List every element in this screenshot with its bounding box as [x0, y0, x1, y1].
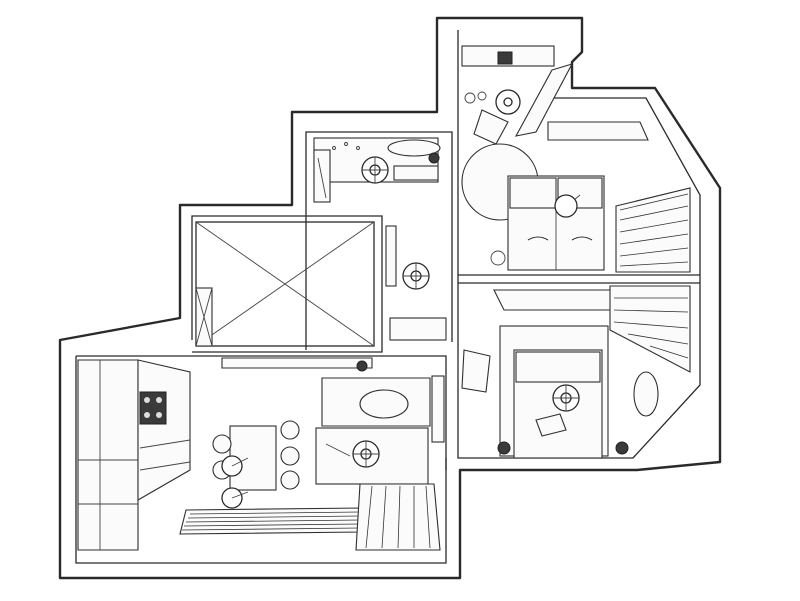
- washing-machine: [497, 51, 513, 65]
- pendant-lamp-icon: [554, 194, 581, 218]
- mirror: [633, 371, 659, 417]
- bedroom-bottom: [461, 285, 691, 459]
- floor-lamp-icon: [356, 152, 629, 455]
- cooktop: [139, 391, 167, 425]
- kitchen-counter: [77, 359, 139, 551]
- curtains-bottom: [609, 285, 691, 373]
- bath-cabinet: [385, 225, 397, 287]
- curtains-top: [615, 187, 691, 273]
- bedroom-top: [461, 121, 691, 273]
- pendant-lamp-icon: [221, 455, 249, 477]
- tv-console: [221, 357, 373, 369]
- rug: [179, 507, 363, 535]
- wardrobe: [547, 121, 649, 141]
- sink: [387, 139, 441, 157]
- toilet-area: [389, 317, 447, 341]
- living-kitchen: [77, 357, 445, 551]
- storage-room: [195, 221, 375, 347]
- ceiling-lamp-icon: [361, 156, 389, 184]
- bedside-table: [490, 250, 506, 266]
- side-shelf: [431, 375, 445, 443]
- outer-walls: [58, 16, 722, 580]
- pendant-lamp-icon: [221, 487, 249, 509]
- ceiling-lamp-icon: [352, 440, 380, 468]
- ceiling-lamp-icon: [495, 89, 521, 115]
- bathroom: [313, 137, 447, 341]
- bathtub-edge: [393, 165, 439, 181]
- ceiling-lamp-icon: [552, 384, 580, 412]
- armchair: [461, 349, 491, 393]
- chair: [473, 109, 509, 145]
- ceiling-lamp-icon: [402, 262, 430, 290]
- curtain-living: [355, 483, 441, 551]
